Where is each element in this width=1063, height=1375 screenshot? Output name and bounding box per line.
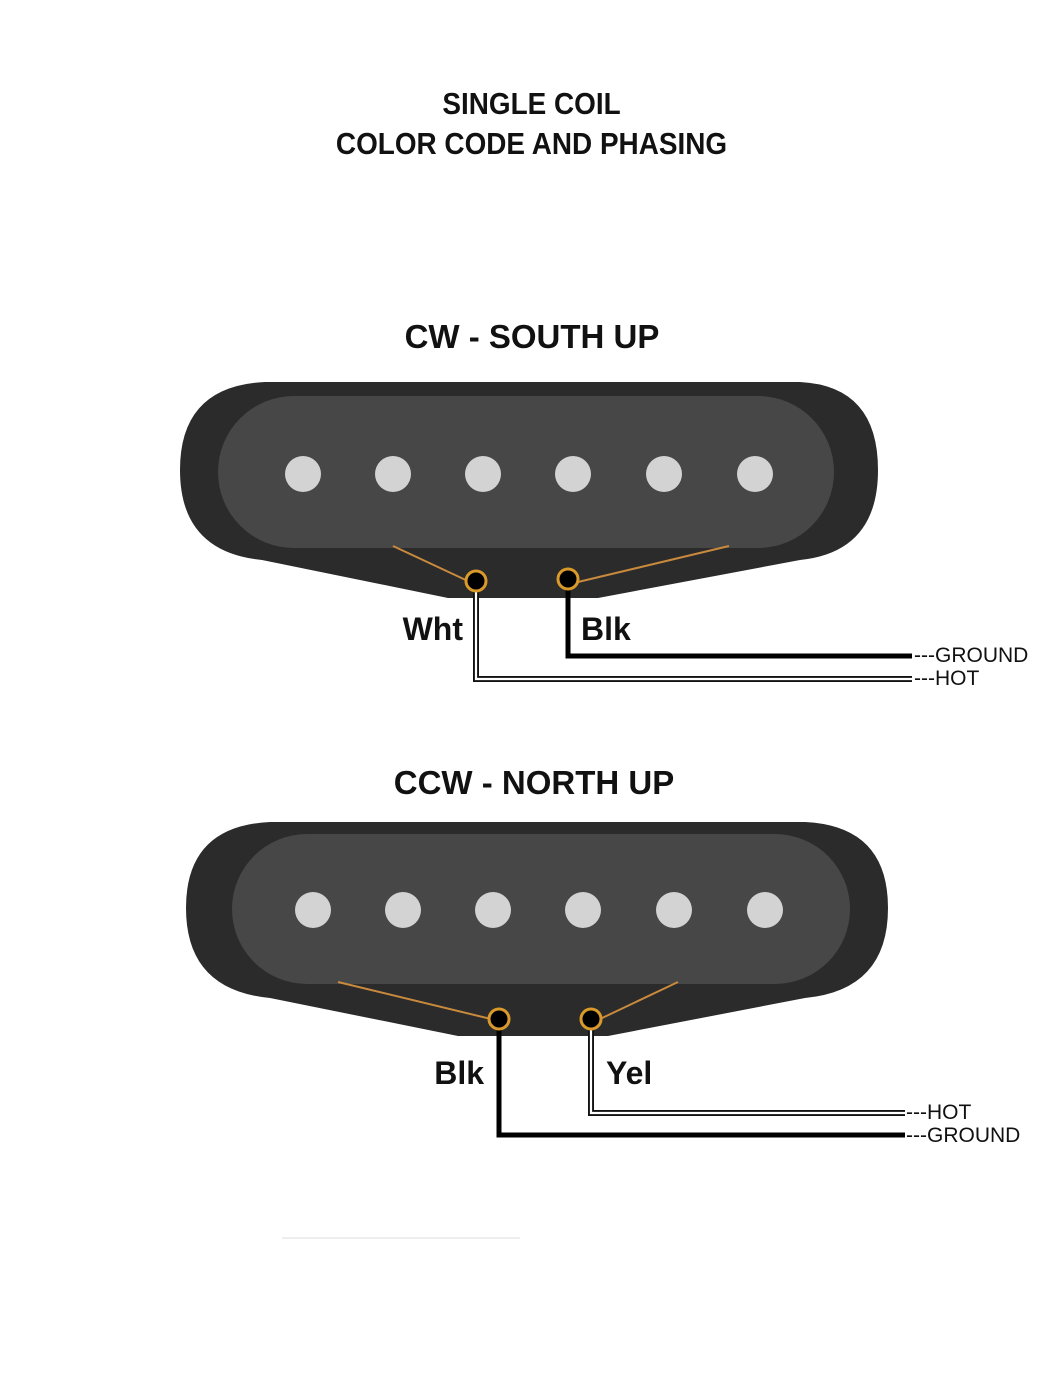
pole-piece (465, 456, 501, 492)
pole-piece (747, 892, 783, 928)
pickup-ccw-heading: CCW - NORTH UP (394, 764, 674, 801)
black-wire (496, 1026, 905, 1138)
yellow-wire-core (589, 1028, 905, 1115)
title-line-2: COLOR CODE AND PHASING (335, 126, 728, 161)
page-title: SINGLE COIL COLOR CODE AND PHASING (53, 84, 1010, 164)
pole-piece (475, 892, 511, 928)
pickup-ccw-section: CCW - NORTH UP Blk Yel ---HOT ---GROUND (186, 764, 1020, 1147)
pole-piece (375, 456, 411, 492)
title-line-1: SINGLE COIL (442, 86, 621, 121)
pickup-cw-ground-label: ---GROUND (914, 644, 1028, 667)
pickup-cw-heading: CW - SOUTH UP (405, 318, 660, 355)
pickup-cw-hot-label: ---HOT (914, 667, 979, 690)
pickup-cw-section: CW - SOUTH UP Wht Blk ---GROUND ---HOT (180, 318, 1028, 690)
pickup-ccw-right-wire-label: Yel (606, 1055, 652, 1091)
coil-wire (577, 545, 730, 583)
eyelet-left (464, 569, 488, 593)
pole-piece (295, 892, 331, 928)
eyelet-right (556, 567, 580, 591)
pickup-ccw-ground-label: ---GROUND (906, 1124, 1020, 1147)
pickup-ccw-bobbin (232, 834, 850, 984)
coil-wire (392, 545, 471, 583)
pole-piece (285, 456, 321, 492)
pole-piece (646, 456, 682, 492)
pickup-cw-left-wire-label: Wht (403, 611, 464, 647)
black-wire (565, 586, 912, 659)
pickup-ccw-hot-label: ---HOT (906, 1101, 971, 1124)
pickup-cw-right-wire-label: Blk (581, 611, 631, 647)
pole-piece (385, 892, 421, 928)
white-wire (473, 590, 912, 682)
coil-wire (337, 981, 492, 1020)
pickup-cw-bobbin (218, 396, 834, 548)
pole-piece (555, 456, 591, 492)
pickup-ccw-left-wire-label: Blk (434, 1055, 484, 1091)
pole-piece (656, 892, 692, 928)
pole-piece (565, 892, 601, 928)
eyelet-left (487, 1007, 511, 1031)
pole-piece (737, 456, 773, 492)
eyelet-right (579, 1007, 603, 1031)
white-wire-core (474, 590, 912, 681)
coil-wire (599, 981, 679, 1020)
